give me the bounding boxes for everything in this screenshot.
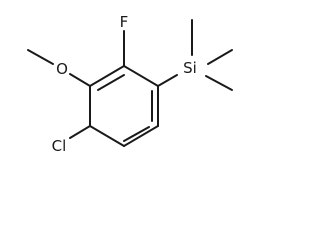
- ring-bond-c4-c5: [89, 125, 125, 147]
- bond-c5-chlorine: [69, 125, 91, 139]
- ring-double-bond-inner-bottom: [123, 126, 150, 142]
- atom-label-oxygen: O: [56, 60, 68, 78]
- ring-bond-c1-c2: [123, 65, 159, 87]
- ring-double-bond-inner-left: [97, 74, 125, 91]
- ring-bond-c3-c4: [123, 125, 159, 147]
- atom-label-layer: F O Cl Si: [52, 13, 197, 155]
- atom-label-chlorine: Cl: [52, 137, 67, 155]
- bond-silicon-methyl-down: [205, 75, 233, 91]
- ring-bond-c6-c1: [89, 65, 125, 87]
- bond-layer: [27, 19, 233, 147]
- atom-label-fluorine: F: [120, 13, 129, 31]
- atom-label-silicon: Si: [183, 59, 197, 77]
- bond-oxygen-methyl: [27, 49, 54, 65]
- bond-c2-silicon: [157, 74, 178, 87]
- bond-silicon-methyl-right: [207, 49, 233, 65]
- molecule-structure: F O Cl Si: [27, 13, 233, 155]
- bond-c6-oxygen: [69, 73, 91, 87]
